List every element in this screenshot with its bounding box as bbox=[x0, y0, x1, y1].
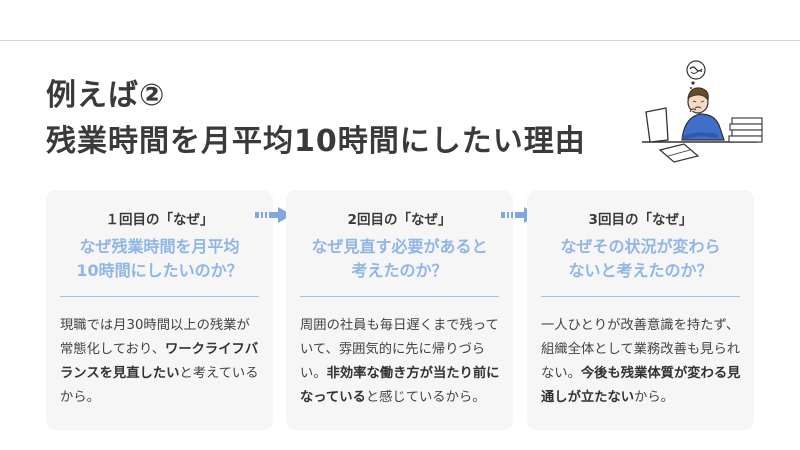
card-divider bbox=[541, 296, 740, 297]
arrow-right-icon bbox=[255, 207, 292, 223]
card-divider bbox=[300, 296, 499, 297]
top-divider bbox=[0, 40, 800, 41]
card-body: 現職では月30時間以上の残業が常態化しており、ワークライフバランスを見直したいと… bbox=[60, 318, 259, 405]
why-card-1: １回目の「なぜ」 なぜ残業時間を月平均 10時間にしたいのか？ 現職では月30時… bbox=[46, 190, 273, 430]
card-divider bbox=[60, 296, 259, 297]
why-card-2: 2回目の「なぜ」 なぜ見直す必要があると 考えたのか？ 周囲の社員も毎日遅くまで… bbox=[286, 190, 513, 430]
card-heading: １回目の「なぜ」 bbox=[105, 212, 214, 228]
card-question: なぜ見直す必要があると 考えたのか？ bbox=[311, 237, 488, 280]
slide-title-line2: 残業時間を月平均10時間にしたい理由 bbox=[46, 124, 586, 159]
stressed-worker-at-desk-icon bbox=[642, 60, 763, 163]
slide-title-line1: 例えば② bbox=[46, 78, 166, 113]
why-card-3: 3回目の「なぜ」 なぜその状況が変わら ないと考えたのか？ 一人ひとりが改善意識… bbox=[527, 190, 754, 430]
card-heading: 3回目の「なぜ」 bbox=[588, 212, 693, 228]
card-heading: 2回目の「なぜ」 bbox=[347, 212, 452, 228]
card-body: 一人ひとりが改善意識を持たず、組織全体として業務改善も見られない。今後も残業体質… bbox=[541, 318, 741, 405]
card-question: なぜ残業時間を月平均 10時間にしたいのか？ bbox=[76, 237, 243, 280]
card-body: 周囲の社員も毎日遅くまで残っていて、雰囲気的に先に帰りづらい。非効率な働き方が当… bbox=[300, 318, 500, 405]
card-question: なぜその状況が変わら ないと考えたのか？ bbox=[560, 237, 721, 280]
